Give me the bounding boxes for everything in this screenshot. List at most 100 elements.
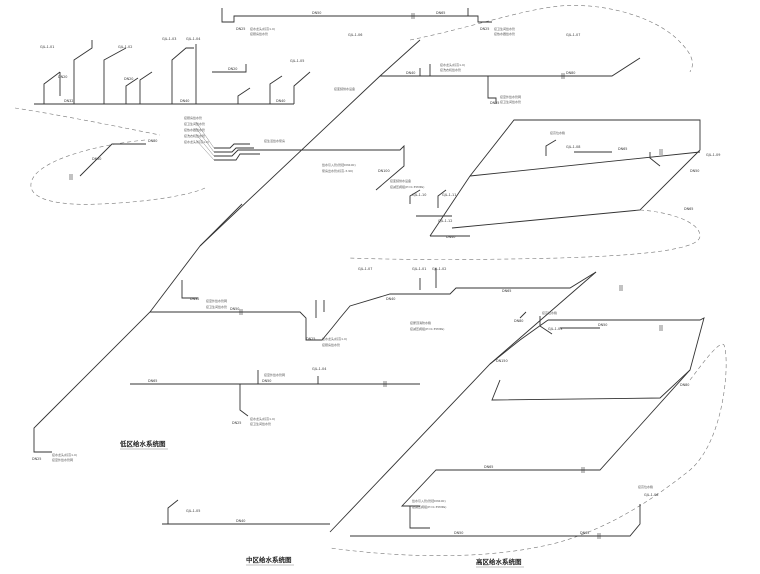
- size-label: DN40: [236, 519, 245, 523]
- annotation-note: 泵房出水管(标高-3.90): [322, 168, 353, 173]
- upper-run-right: [380, 57, 641, 77]
- annotation-note: 接水龙头(标高1.0): [184, 139, 209, 144]
- high-zone-lower-run: [400, 369, 691, 507]
- mid-zone-fixture-left: [409, 189, 452, 217]
- annotation-note: 接厨房给水管: [184, 115, 202, 120]
- size-label: DN20: [58, 75, 67, 79]
- annotation-note: 接减压阀组(P=0.35MPa): [410, 326, 444, 331]
- riser-tag: GJL-1-03: [548, 327, 562, 331]
- top-header-pipe: [221, 8, 492, 23]
- mid-zone-fixture-right: [545, 139, 661, 167]
- size-label: DN65: [580, 531, 589, 535]
- low-zone-left-stub: [79, 143, 146, 177]
- mid-zone-title: 中区给水系统图: [246, 555, 292, 564]
- annotation-note: 接高位水箱: [542, 310, 557, 315]
- size-label: DN65: [502, 289, 511, 293]
- annotation-note: 接卫生间给水管: [494, 26, 515, 31]
- size-label: DN20: [228, 67, 237, 71]
- size-label: DN50: [230, 307, 239, 311]
- riser-tag: GJL-1-05: [186, 509, 200, 513]
- annotation-note: 接卫生间给水管: [206, 304, 227, 309]
- dashed-boundary-low-left: [30, 139, 206, 205]
- annotation-note: 接室外给水管网: [52, 457, 73, 462]
- size-label: DN25: [490, 101, 499, 105]
- size-label: DN40: [386, 297, 395, 301]
- mid-zone-fixture-mid: [315, 268, 437, 318]
- size-label: DN80: [566, 71, 575, 75]
- annotation-note: 接室外给水管网: [206, 298, 227, 303]
- size-label: DN32: [64, 99, 73, 103]
- riser-tag: GJL-1-01: [412, 267, 426, 271]
- riser-tag: GJL-1-09: [706, 153, 720, 157]
- annotation-note: 接室外给水管网: [500, 94, 521, 99]
- annotation-note: 接水龙头(标高1.0): [250, 26, 275, 31]
- annotation-note: 接厨房给水管: [250, 31, 268, 36]
- size-label: DN40: [276, 99, 285, 103]
- riser-tag: GJL-1-04: [186, 37, 200, 41]
- upper-left-branch: [212, 64, 247, 73]
- annotation-note: 给水引入管(管径DN100): [412, 498, 446, 503]
- annotation-note: 接生活给水泵房: [264, 138, 285, 143]
- annotation-note: 接热水器给水管: [184, 127, 205, 132]
- annotation-note: 接高位水箱: [550, 130, 565, 135]
- upper-left-riser-3: [237, 71, 311, 104]
- size-label: DN40: [446, 235, 455, 239]
- low-zone-main-riser: [33, 245, 201, 453]
- upper-branch-right: [487, 76, 497, 104]
- upper-left-riser-1: [43, 40, 127, 104]
- size-label: DN50: [312, 11, 321, 15]
- riser-tag: GJL-1-02: [432, 267, 446, 271]
- dashed-boundary-high: [329, 343, 727, 557]
- annotation-note: 接厨房给水管: [322, 342, 340, 347]
- size-label: DN40: [180, 99, 189, 103]
- size-label: DN50: [262, 379, 271, 383]
- annotation-note: 接洗衣机给水管: [440, 67, 461, 72]
- size-label: DN50: [92, 157, 101, 161]
- size-label: DN25: [480, 27, 489, 31]
- mid-zone-top-box: [451, 119, 701, 229]
- size-label: DN65: [484, 465, 493, 469]
- low-zone-title: 低区给水系统图: [119, 439, 166, 448]
- dashed-boundary-low-top: [14, 107, 161, 136]
- annotation-note: 接洗衣机给水管: [184, 133, 205, 138]
- size-label: DN25: [306, 337, 315, 341]
- size-label: DN65: [684, 207, 693, 211]
- high-zone-box: [489, 317, 705, 401]
- riser-tag: GJL-1-02: [118, 45, 132, 49]
- dashed-boundary-top: [409, 5, 693, 73]
- annotation-note: 接变频供水设备: [390, 178, 411, 183]
- size-label: DN150: [496, 359, 508, 363]
- mid-zone-inner-box: [429, 151, 701, 237]
- annotation-note: 接水龙头(标高1.0): [52, 452, 77, 457]
- annotation-note: 接变频供水设备: [334, 86, 355, 91]
- annotation-note: 接卫生间给水管: [500, 99, 521, 104]
- riser-tag: GJL-1-04: [312, 367, 326, 371]
- mid-zone-bottom-run: [130, 370, 420, 417]
- center-manifold-leaders: [195, 121, 215, 161]
- riser-tag: GJL-1-11: [442, 193, 456, 197]
- riser-tag: GJL-1-03: [162, 37, 176, 41]
- mid-zone-bottom-header: [162, 499, 330, 525]
- riser-tag: GJL-1-06: [348, 33, 362, 37]
- annotation-note: 接高位水箱: [638, 484, 653, 489]
- size-label: DN65: [618, 147, 627, 151]
- size-label: DN50: [690, 169, 699, 173]
- size-label: DN25: [236, 27, 245, 31]
- annotation-note: 给水引入管(管径DN100): [322, 162, 356, 167]
- riser-tag: GJL-1-10: [412, 193, 426, 197]
- annotation-note: 接水龙头(标高1.0): [440, 62, 465, 67]
- riser-tag: GJL-1-01: [40, 45, 54, 49]
- riser-tag: GJL-1-07: [566, 33, 580, 37]
- size-label: DN50: [598, 323, 607, 327]
- annotation-note: 接水龙头(标高1.0): [250, 416, 275, 421]
- size-label: DN80: [514, 319, 523, 323]
- size-label: DN100: [378, 169, 390, 173]
- size-label: DN20: [124, 77, 133, 81]
- annotation-note: 接卫生间给水管: [250, 421, 271, 426]
- annotation-note: 接减压阀组(P=0.35MPa): [412, 504, 446, 509]
- mid-zone-riser-left: [181, 280, 198, 299]
- riser-tag: GJL-1-05: [290, 59, 304, 63]
- annotation-note: 接屋顶消防水箱: [410, 320, 431, 325]
